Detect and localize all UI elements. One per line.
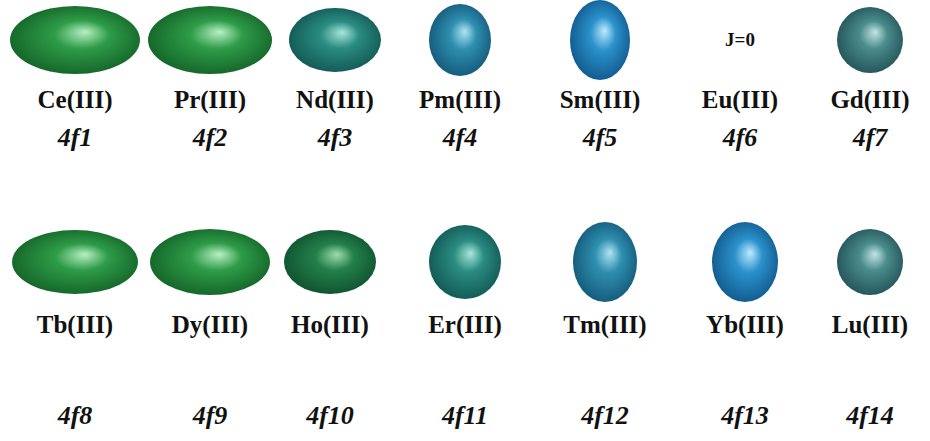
ellipsoid-fill — [837, 229, 903, 295]
ion-ellipsoid — [282, 228, 378, 296]
electron-configuration: 4f6 — [663, 123, 817, 153]
ion-ellipsoid — [427, 223, 503, 301]
ion-ellipsoid — [427, 2, 493, 78]
ion-ellipsoid — [287, 6, 383, 74]
ion-ellipsoid — [146, 4, 274, 76]
ion-item: Pr(III) 4f2 — [133, 0, 287, 156]
ellipsoid-fill — [837, 7, 903, 73]
ellipsoid-fill — [289, 8, 381, 72]
ion-label: Sm(III) — [523, 85, 677, 115]
ion-label: Tm(III) — [528, 310, 682, 340]
electron-configuration: 4f11 — [388, 401, 542, 431]
electron-configuration: 4f3 — [258, 123, 412, 153]
ion-label: Er(III) — [388, 310, 542, 340]
ion-label: Dy(III) — [133, 310, 287, 340]
electron-configuration: 4f4 — [383, 123, 537, 153]
ion-item: Tb(III) 4f8 — [0, 215, 152, 434]
ion-item: Gd(III) 4f7 — [793, 0, 930, 156]
ellipsoid-fill — [429, 225, 501, 299]
ion-ellipsoid — [10, 228, 140, 296]
ion-item: Nd(III) 4f3 — [258, 0, 412, 156]
ion-ellipsoid — [835, 5, 905, 75]
ion-label: Pr(III) — [133, 85, 287, 115]
ion-label: Lu(III) — [793, 310, 930, 340]
electron-configuration: 4f5 — [523, 123, 677, 153]
electron-configuration: 4f1 — [0, 123, 152, 153]
ion-ellipsoid — [8, 4, 142, 76]
ellipsoid-fill — [148, 6, 272, 74]
ion-item: Tm(III) 4f12 — [528, 215, 682, 434]
ellipsoid-fill — [284, 230, 376, 294]
electron-configuration: 4f7 — [793, 123, 930, 153]
ion-ellipsoid — [148, 227, 272, 297]
ion-label: Gd(III) — [793, 85, 930, 115]
ion-ellipsoid — [710, 220, 780, 304]
ion-item: J=0Eu(III) 4f6 — [663, 0, 817, 156]
ion-label: Yb(III) — [668, 310, 822, 340]
ion-label: Tb(III) — [0, 310, 152, 340]
ion-item: Yb(III) 4f13 — [668, 215, 822, 434]
electron-configuration: 4f13 — [668, 401, 822, 431]
ellipsoid-fill — [12, 230, 138, 294]
electron-configuration: 4f14 — [793, 401, 930, 431]
electron-configuration: 4f10 — [253, 401, 407, 431]
ion-item: Lu(III) 4f14 — [793, 215, 930, 434]
ion-label: Nd(III) — [258, 85, 412, 115]
ion-ellipsoid — [571, 220, 639, 304]
ion-item: Er(III) 4f11 — [388, 215, 542, 434]
ellipsoid-fill — [573, 222, 637, 302]
ion-item: Ho(III) 4f10 — [253, 215, 407, 434]
ion-label: Pm(III) — [383, 85, 537, 115]
ion-item: Sm(III) 4f5 — [523, 0, 677, 156]
ion-item: Dy(III) 4f9 — [133, 215, 287, 434]
ellipsoid-fill — [570, 0, 630, 80]
ion-label: Ho(III) — [253, 310, 407, 340]
ion-item: Ce(III) 4f1 — [0, 0, 152, 156]
ion-label: Eu(III) — [663, 85, 817, 115]
electron-configuration: 4f8 — [0, 401, 152, 431]
ellipsoid-fill — [429, 4, 491, 76]
ellipsoid-fill — [150, 229, 270, 295]
ion-ellipsoid — [835, 227, 905, 297]
electron-configuration: 4f2 — [133, 123, 287, 153]
ion-label: Ce(III) — [0, 85, 152, 115]
electron-configuration: 4f9 — [133, 401, 287, 431]
quantum-number-label: J=0 — [663, 25, 817, 55]
ellipsoid-fill — [10, 6, 140, 74]
ion-item: Pm(III) 4f4 — [383, 0, 537, 156]
ellipsoid-fill — [712, 222, 778, 302]
ion-ellipsoid — [568, 0, 632, 82]
electron-configuration: 4f12 — [528, 401, 682, 431]
